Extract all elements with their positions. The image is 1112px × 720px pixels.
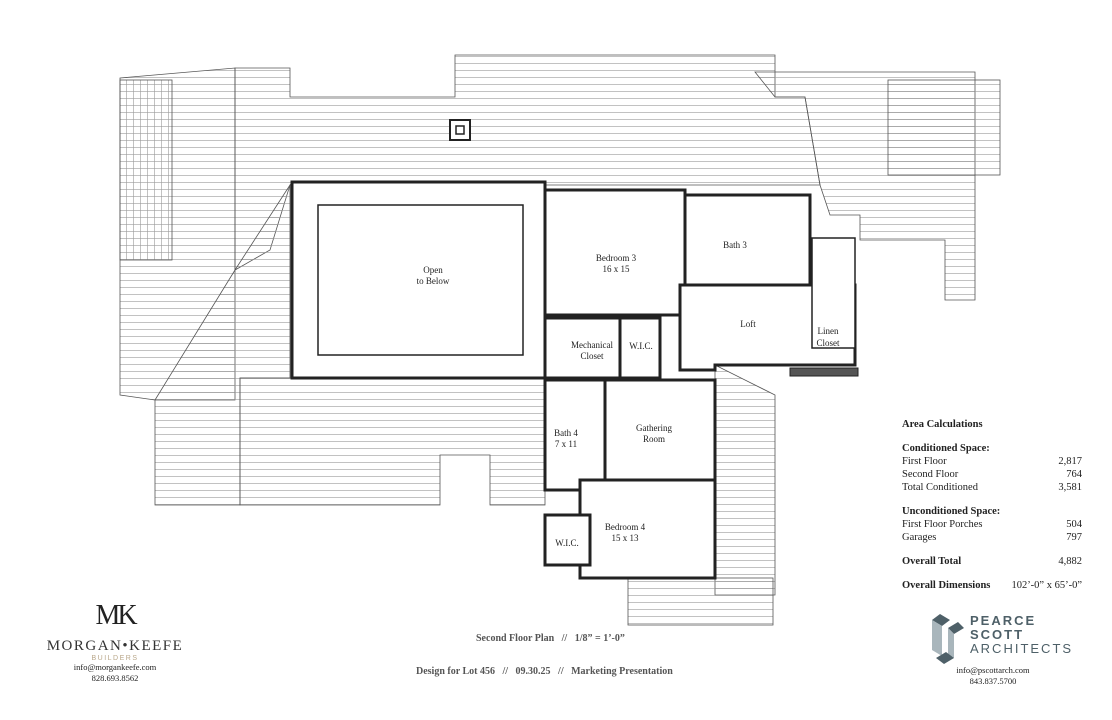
architect-line2: SCOTT [970, 627, 1025, 642]
roof [119, 54, 1001, 626]
builder-name: MORGAN•KEEFE [46, 638, 184, 654]
room-mechanical-2: Closet [580, 351, 604, 361]
plan-caption: Second Floor Plan // 1/8” = 1’-0” [476, 633, 625, 644]
overall-total-label: Overall Total [902, 556, 962, 567]
builder-phone: 828.693.8562 [91, 673, 139, 683]
room-bedroom3-size: 16 x 15 [603, 264, 631, 274]
dimensions-value: 102’-0” x 65’-0” [1011, 580, 1082, 591]
area-row: Total Conditioned 3,581 [902, 481, 1082, 494]
area-label: First Floor Porches [902, 519, 983, 530]
overall-total-value: 4,882 [1058, 556, 1082, 567]
builder-monogram: MK [95, 600, 137, 631]
room-bath4: Bath 4 [554, 428, 578, 438]
room-linen-2: Closet [816, 338, 840, 348]
room-bath3: Bath 3 [723, 240, 747, 250]
overall-dimensions-row: Overall Dimensions 102’-0” x 65’-0” [902, 579, 1082, 592]
area-calculations: Area Calculations Conditioned Space: Fir… [902, 418, 1082, 592]
builder-sub: BUILDERS [91, 655, 139, 662]
architect-phone: 843.837.5700 [969, 676, 1017, 686]
room-labels: Open to Below Bedroom 3 16 x 15 Bath 3 L… [417, 240, 840, 548]
room-bedroom3: Bedroom 3 [596, 253, 637, 263]
room-open-to-below-1: Open [423, 265, 443, 275]
area-value: 797 [1066, 532, 1082, 543]
room-mechanical-1: Mechanical [571, 340, 613, 350]
architect-mark-icon [932, 614, 964, 664]
room-bath4-size: 7 x 11 [555, 439, 577, 449]
room-linen-1: Linen [818, 326, 839, 336]
area-row: First Floor Porches 504 [902, 518, 1082, 531]
room-loft: Loft [740, 319, 756, 329]
architect-email: info@pscottarch.com [956, 665, 1030, 675]
room-open-to-below-2: to Below [417, 276, 450, 286]
unconditioned-heading: Unconditioned Space: [902, 506, 1001, 517]
area-label: Second Floor [902, 469, 959, 480]
area-label: First Floor [902, 456, 947, 467]
dimensions-label: Overall Dimensions [902, 580, 991, 591]
area-value: 3,581 [1058, 482, 1082, 493]
room-wic-lower: W.I.C. [555, 538, 578, 548]
walls [290, 180, 859, 580]
area-row: First Floor 2,817 [902, 455, 1082, 468]
area-value: 2,817 [1058, 456, 1082, 467]
room-bedroom4: Bedroom 4 [605, 522, 646, 532]
overall-total-row: Overall Total 4,882 [902, 555, 1082, 568]
design-caption: Design for Lot 456 // 09.30.25 // Market… [416, 666, 673, 677]
room-gathering-1: Gathering [636, 423, 672, 433]
architect-line3: ARCHITECTS [970, 641, 1074, 656]
area-title: Area Calculations [902, 419, 983, 430]
room-wic-upper: W.I.C. [629, 341, 652, 351]
builder-logo: MK MORGAN•KEEFE BUILDERS info@morgankeef… [40, 602, 190, 684]
area-value: 504 [1066, 519, 1082, 530]
area-label: Total Conditioned [902, 482, 978, 493]
conditioned-heading: Conditioned Space: [902, 443, 990, 454]
architect-line1: PEARCE [970, 613, 1037, 628]
room-gathering-2: Room [643, 434, 665, 444]
area-row: Garages 797 [902, 531, 1082, 544]
area-label: Garages [902, 532, 937, 543]
area-row: Second Floor 764 [902, 468, 1082, 481]
area-value: 764 [1066, 469, 1082, 480]
builder-email: info@morgankeefe.com [73, 662, 157, 672]
room-bedroom4-size: 15 x 13 [612, 533, 640, 543]
